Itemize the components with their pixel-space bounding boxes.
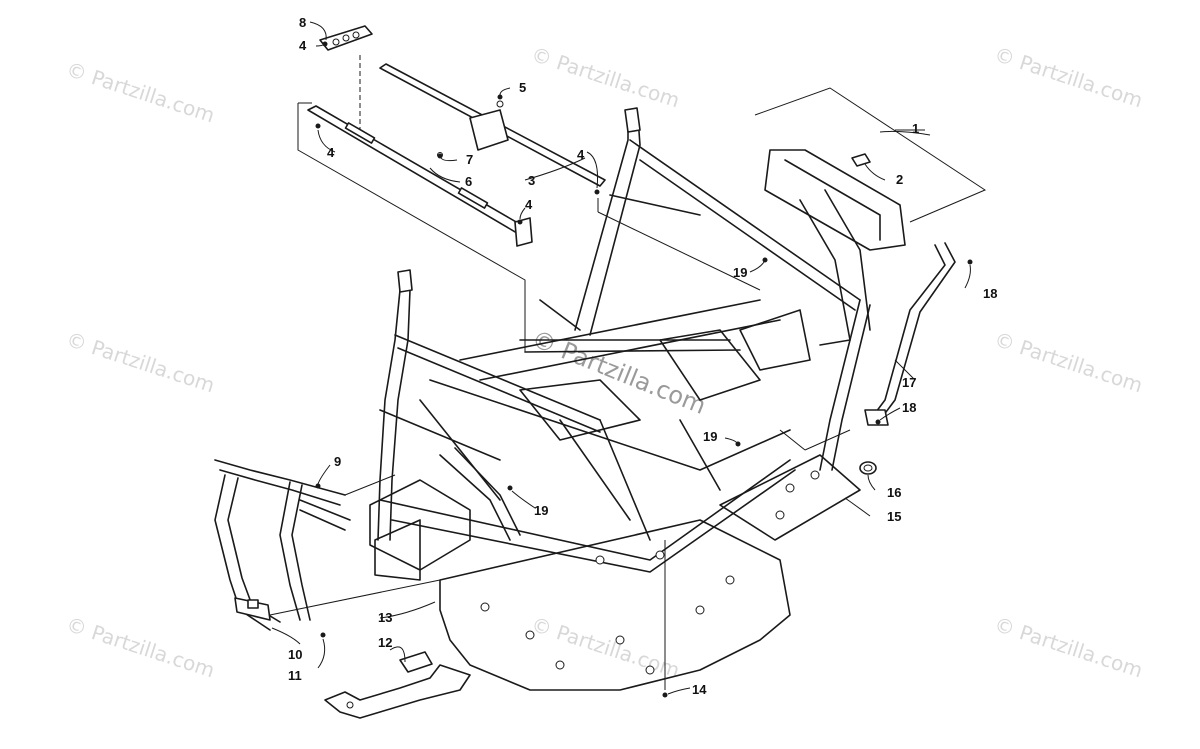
callout-11: 11: [288, 668, 302, 683]
watermark-bottom-left: © Partzilla.com: [63, 612, 217, 683]
callout-7: 7: [466, 152, 473, 167]
callout-5: 5: [519, 80, 526, 95]
callout-4-top: 4: [299, 38, 307, 53]
callout-19-top: 19: [733, 265, 747, 280]
part-6-cross-bar: [307, 105, 533, 247]
part-8-plate: [319, 25, 373, 51]
watermark-bottom-center: © Partzilla.com: [528, 612, 682, 683]
watermark-top-left: © Partzilla.com: [63, 57, 217, 128]
watermark-top-center: © Partzilla.com: [528, 42, 682, 113]
callout-4-center: 4: [577, 147, 585, 162]
callout-18-bottom: 18: [902, 400, 916, 415]
part-15-rear-skid-plate: [719, 454, 861, 541]
watermark-mid-right: © Partzilla.com: [991, 327, 1145, 398]
callout-3: 3: [528, 173, 535, 188]
callout-6: 6: [465, 174, 472, 189]
part-3-cross-bar: [379, 63, 606, 187]
part-10-front-bumper: [214, 459, 351, 631]
callout-14: 14: [692, 682, 707, 697]
watermark-top-right: © Partzilla.com: [991, 42, 1145, 113]
fasteners: [315, 41, 973, 698]
callout-19-middle: 19: [703, 429, 717, 444]
watermark-mid-left: © Partzilla.com: [63, 327, 217, 398]
callout-16: 16: [887, 485, 901, 500]
callout-15: 15: [887, 509, 901, 524]
part-13-skid-plate: [439, 519, 791, 691]
callout-4-lower: 4: [525, 197, 533, 212]
frame-reference-lines: [269, 55, 987, 690]
callout-labels: 1 2 3 4 4 4 4 5 6 7 8 9 10 11 12 13 14 1…: [288, 15, 997, 697]
callout-2: 2: [896, 172, 903, 187]
callout-17: 17: [902, 375, 916, 390]
callout-13: 13: [378, 610, 392, 625]
watermark-bottom-right: © Partzilla.com: [991, 612, 1145, 683]
part-12-bracket: [324, 651, 471, 719]
callout-8: 8: [299, 15, 306, 30]
callout-9: 9: [334, 454, 341, 469]
part-16-grommet: [859, 461, 877, 475]
leader-lines: [271, 21, 971, 695]
callout-1: 1: [912, 121, 919, 136]
main-frame: [369, 107, 906, 581]
part-2-decal: [851, 153, 871, 167]
part-17-brace: [864, 242, 956, 426]
callout-18-top: 18: [983, 286, 997, 301]
callout-12: 12: [378, 635, 392, 650]
callout-4-left: 4: [327, 145, 335, 160]
callout-10: 10: [288, 647, 302, 662]
callout-19-bottom: 19: [534, 503, 548, 518]
watermark-group: © Partzilla.com © Partzilla.com © Partzi…: [63, 42, 1145, 683]
